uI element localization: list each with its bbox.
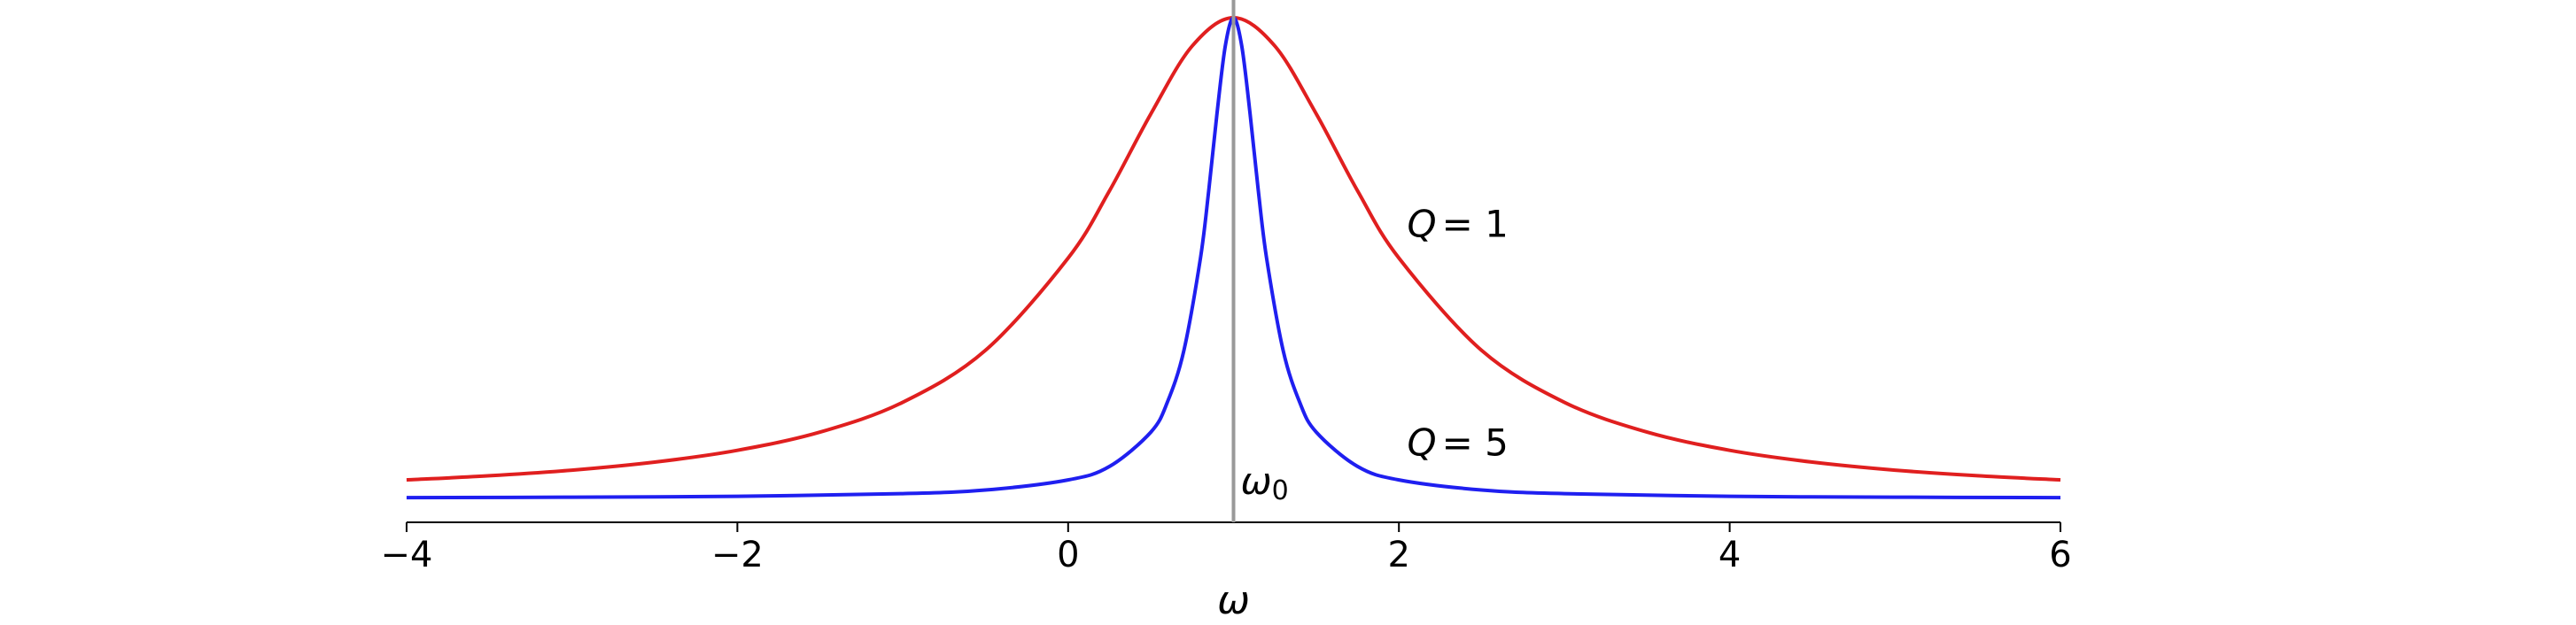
x-tick-label: 2 (1387, 535, 1409, 575)
x-tick-label: 4 (1719, 535, 1741, 575)
series-label-value: = 1 (1442, 202, 1509, 245)
x-axis: −4 −2 0 2 4 6 ω (381, 521, 2072, 623)
series-label-variable: Q (1408, 421, 1437, 465)
omega0-label-subscript: 0 (1272, 475, 1289, 506)
series-label-variable: Q (1408, 202, 1437, 245)
x-axis-label: ω (1217, 578, 1250, 621)
x-tick-label: 6 (2049, 535, 2071, 575)
omega0-label: ω0 (1241, 459, 1289, 506)
annotations-layer: Q= 1Q= 5ω0 (1231, 0, 1509, 522)
omega0-label-symbol: ω (1241, 459, 1272, 503)
series-label-1: Q= 1 (1408, 202, 1509, 245)
series-label-2: Q= 5 (1408, 421, 1509, 465)
x-tick-label: −2 (711, 535, 764, 575)
series-label-value: = 5 (1442, 421, 1509, 465)
x-tick-label: −4 (381, 535, 433, 575)
x-tick-label: 0 (1057, 535, 1079, 575)
